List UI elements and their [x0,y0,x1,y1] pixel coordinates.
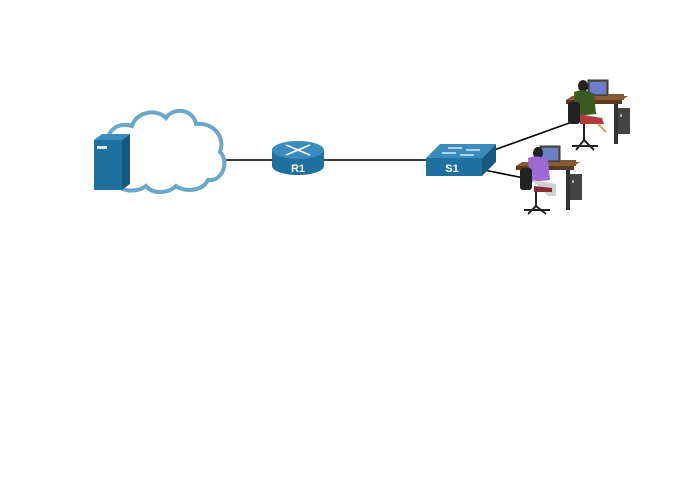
workstation-pc1[interactable] [566,79,630,151]
workstation-pc2[interactable] [516,145,582,215]
switch-label: S1 [445,163,458,175]
link-s1-pc1 [493,121,573,151]
router-label: R1 [291,163,305,175]
router-arrows-icon [285,144,311,156]
user-head-icon [578,80,588,92]
switch-arrows-icon [442,147,480,156]
link-s1-pc2 [483,169,525,179]
router-r1[interactable]: R1 [272,141,324,175]
user-head-icon [533,147,543,159]
switch-s1[interactable]: S1 [426,144,496,176]
server-icon[interactable] [94,134,130,190]
